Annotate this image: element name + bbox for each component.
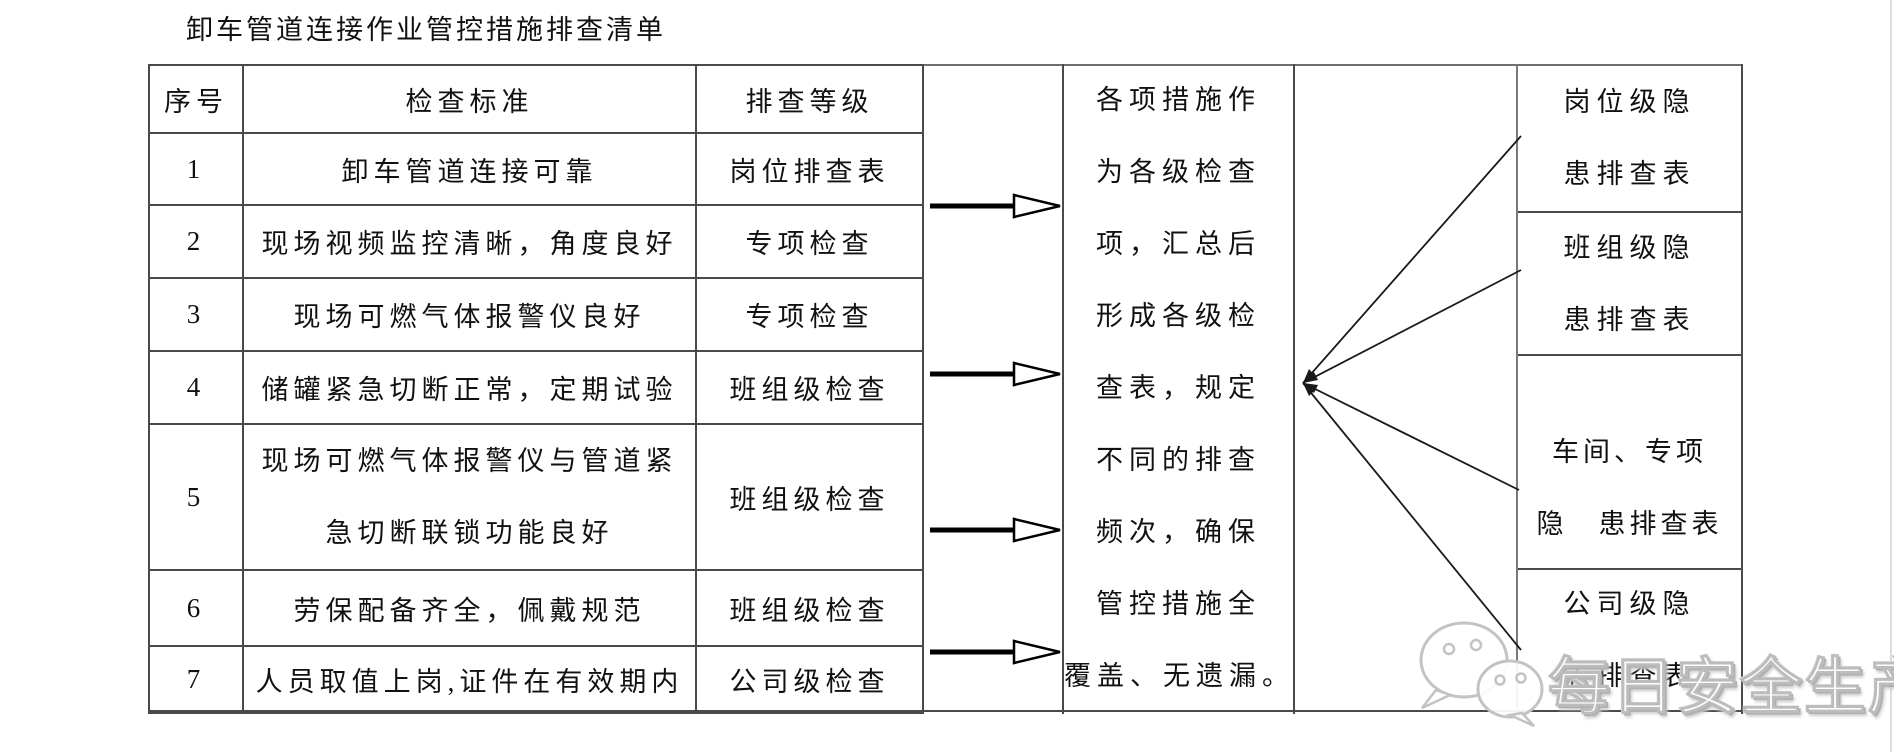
table-row: 2 现场视频监控清晰，角度良好 专项检查 <box>148 204 924 279</box>
watermark-text: 每日安全生产 <box>1547 653 1894 723</box>
table-header-row: 序号 检查标准 排查等级 <box>148 64 924 134</box>
cell-no: 7 <box>148 645 244 714</box>
output-box-line: 患排查表 <box>1563 304 1696 335</box>
cell-standard: 卸车管道连接可靠 <box>242 132 697 206</box>
summary-line: 各项措施作 <box>1096 85 1261 115</box>
cell-level: 公司级检查 <box>695 645 924 714</box>
cell-level: 班组级检查 <box>695 569 924 647</box>
table-row: 4 储罐紧急切断正常，定期试验 班组级检查 <box>148 350 924 425</box>
cell-no: 4 <box>148 350 244 425</box>
summary-line: 管控措施全 <box>1096 589 1261 619</box>
cell-level: 班组级检查 <box>695 423 924 571</box>
summary-line: 不同的排查 <box>1096 445 1261 475</box>
output-boxes-column: 岗位级隐 患排查表 班组级隐 患排查表 车间、专项 隐 患排查表 公司级隐 患排… <box>1516 64 1743 714</box>
header-cell-no: 序号 <box>148 64 244 134</box>
page-right-edge <box>1890 0 1892 752</box>
output-box-company-level: 公司级隐 患排查表 <box>1518 570 1741 710</box>
summary-line: 查表，规定 <box>1096 373 1261 403</box>
table-row: 1 卸车管道连接可靠 岗位排查表 <box>148 132 924 206</box>
cell-standard: 储罐紧急切断正常，定期试验 <box>242 350 697 425</box>
cell-no: 5 <box>148 423 244 571</box>
summary-line: 项，汇总后 <box>1096 229 1261 259</box>
summary-box: 各项措施作 为各级检查 项，汇总后 形成各级检 查表，规定 不同的排查 频次，确… <box>1062 64 1295 714</box>
output-box-post-level: 岗位级隐 患排查表 <box>1518 64 1741 213</box>
summary-line: 为各级检查 <box>1096 157 1261 187</box>
summary-line: 频次，确保 <box>1096 517 1261 547</box>
summary-line: 覆盖、无遗漏。 <box>1064 661 1295 691</box>
summary-line: 形成各级检 <box>1096 301 1261 331</box>
checklist-table: 序号 检查标准 排查等级 1 卸车管道连接可靠 岗位排查表 2 现场视频监控清晰… <box>148 64 924 714</box>
cell-standard: 人员取值上岗,证件在有效期内 <box>242 645 697 714</box>
output-box-line: 班组级隐 <box>1563 232 1696 263</box>
output-box-line: 岗位级隐 <box>1563 86 1696 117</box>
cell-standard: 现场可燃气体报警仪良好 <box>242 277 697 352</box>
output-box-line: 车间、专项 <box>1552 437 1707 467</box>
table-row: 5 现场可燃气体报警仪与管道紧急切断联锁功能良好 班组级检查 <box>148 423 924 571</box>
cell-no: 2 <box>148 204 244 279</box>
table-row: 7 人员取值上岗,证件在有效期内 公司级检查 <box>148 645 924 714</box>
output-box-line: 患排查表 <box>1563 158 1696 189</box>
output-box-team-level: 班组级隐 患排查表 <box>1518 213 1741 356</box>
wechat-icon <box>1419 621 1544 728</box>
output-box-line: 隐 患排查表 <box>1536 509 1723 539</box>
cell-level: 班组级检查 <box>695 350 924 425</box>
output-box-line: 公司级隐 <box>1563 589 1696 619</box>
header-cell-standard: 检查标准 <box>242 64 697 134</box>
cell-level: 岗位排查表 <box>695 132 924 206</box>
cell-standard: 劳保配备齐全，佩戴规范 <box>242 569 697 647</box>
cell-no: 6 <box>148 569 244 647</box>
cell-standard: 现场视频监控清晰，角度良好 <box>242 204 697 279</box>
cell-no: 3 <box>148 277 244 352</box>
table-row: 6 劳保配备齐全，佩戴规范 班组级检查 <box>148 569 924 647</box>
cell-no: 1 <box>148 132 244 206</box>
cell-level: 专项检查 <box>695 277 924 352</box>
cell-level: 专项检查 <box>695 204 924 279</box>
diagram-frame: 序号 检查标准 排查等级 1 卸车管道连接可靠 岗位排查表 2 现场视频监控清晰… <box>148 64 1743 714</box>
output-box-workshop-special: 车间、专项 隐 患排查表 <box>1518 356 1741 570</box>
output-box-line: 患排查表 <box>1563 661 1696 691</box>
cell-standard: 现场可燃气体报警仪与管道紧急切断联锁功能良好 <box>242 423 697 571</box>
header-cell-level: 排查等级 <box>695 64 924 134</box>
table-row: 3 现场可燃气体报警仪良好 专项检查 <box>148 277 924 352</box>
page-title: 卸车管道连接作业管控措施排查清单 <box>186 15 666 45</box>
